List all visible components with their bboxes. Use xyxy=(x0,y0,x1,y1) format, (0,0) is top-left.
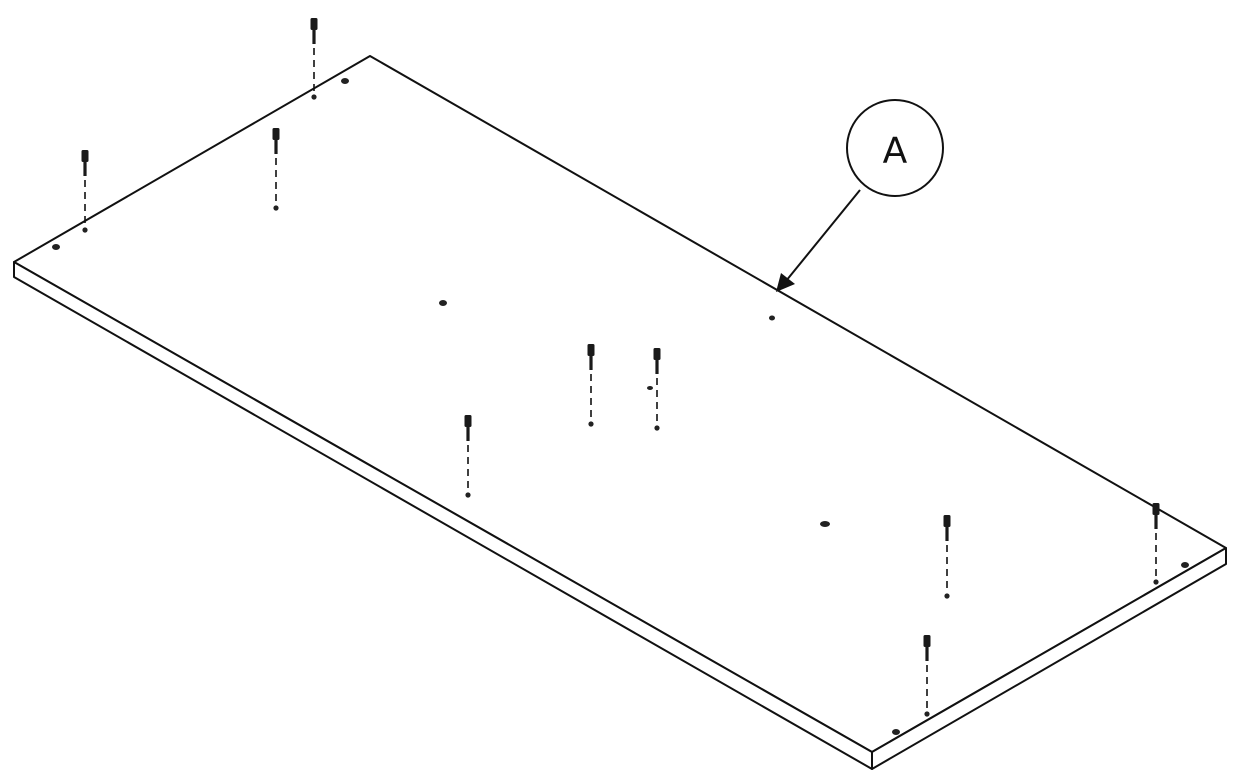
hole-icon xyxy=(1153,579,1159,585)
hole-icon xyxy=(465,492,471,498)
panel-top-face xyxy=(13,55,1227,753)
screw-head xyxy=(272,128,280,140)
hole-icon xyxy=(647,386,653,390)
screw-icon xyxy=(464,415,472,498)
screw-head xyxy=(943,515,951,527)
screw-icon xyxy=(653,348,661,431)
hole-icon xyxy=(341,78,349,84)
screw-head xyxy=(1152,503,1160,515)
callout-circle xyxy=(846,99,944,197)
callout-label: A xyxy=(883,131,908,172)
screw-head xyxy=(81,150,89,162)
screw-icon xyxy=(587,344,595,427)
hole-icon xyxy=(439,300,447,306)
screw-icon xyxy=(1152,503,1160,585)
hole-icon xyxy=(273,205,279,211)
hole-icon xyxy=(52,244,60,250)
hole-icon xyxy=(944,593,950,599)
screw-head xyxy=(464,415,472,427)
screw-icon xyxy=(272,128,280,211)
hole-icon xyxy=(82,227,88,233)
hole-icon xyxy=(588,421,594,427)
hole-icon xyxy=(1181,562,1189,568)
mounting-holes xyxy=(52,78,1189,735)
screw-icon xyxy=(923,635,931,717)
hole-icon xyxy=(769,315,775,321)
screw-group xyxy=(81,18,1160,717)
screw-icon xyxy=(943,515,951,599)
hole-icon xyxy=(654,425,660,431)
hole-icon xyxy=(820,521,830,527)
hole-icon xyxy=(892,729,900,735)
screw-icon xyxy=(81,150,89,233)
panel-right-edge xyxy=(871,547,1227,770)
screw-head xyxy=(923,635,931,647)
hole-icon xyxy=(311,94,317,100)
screw-head xyxy=(310,18,318,30)
leader-arrowhead xyxy=(776,273,795,292)
screw-head xyxy=(587,344,595,356)
leader-line xyxy=(785,189,861,282)
callout-a: A xyxy=(776,99,944,292)
hole-icon xyxy=(924,711,930,717)
screw-head xyxy=(653,348,661,360)
screw-icon xyxy=(310,18,318,100)
